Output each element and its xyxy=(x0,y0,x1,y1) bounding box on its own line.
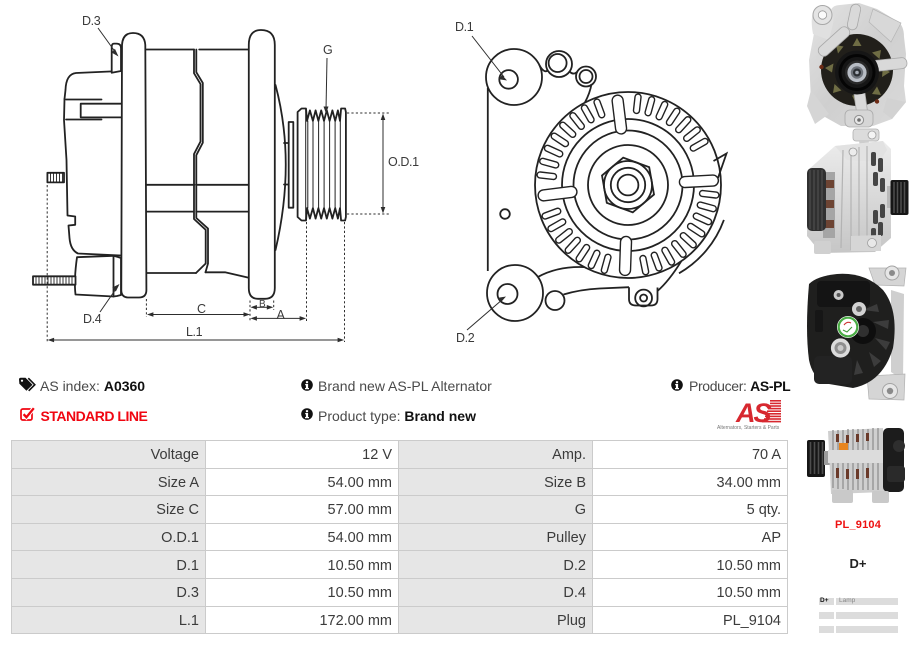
svg-text:Alternators, Starters & Parts: Alternators, Starters & Parts xyxy=(717,425,780,431)
